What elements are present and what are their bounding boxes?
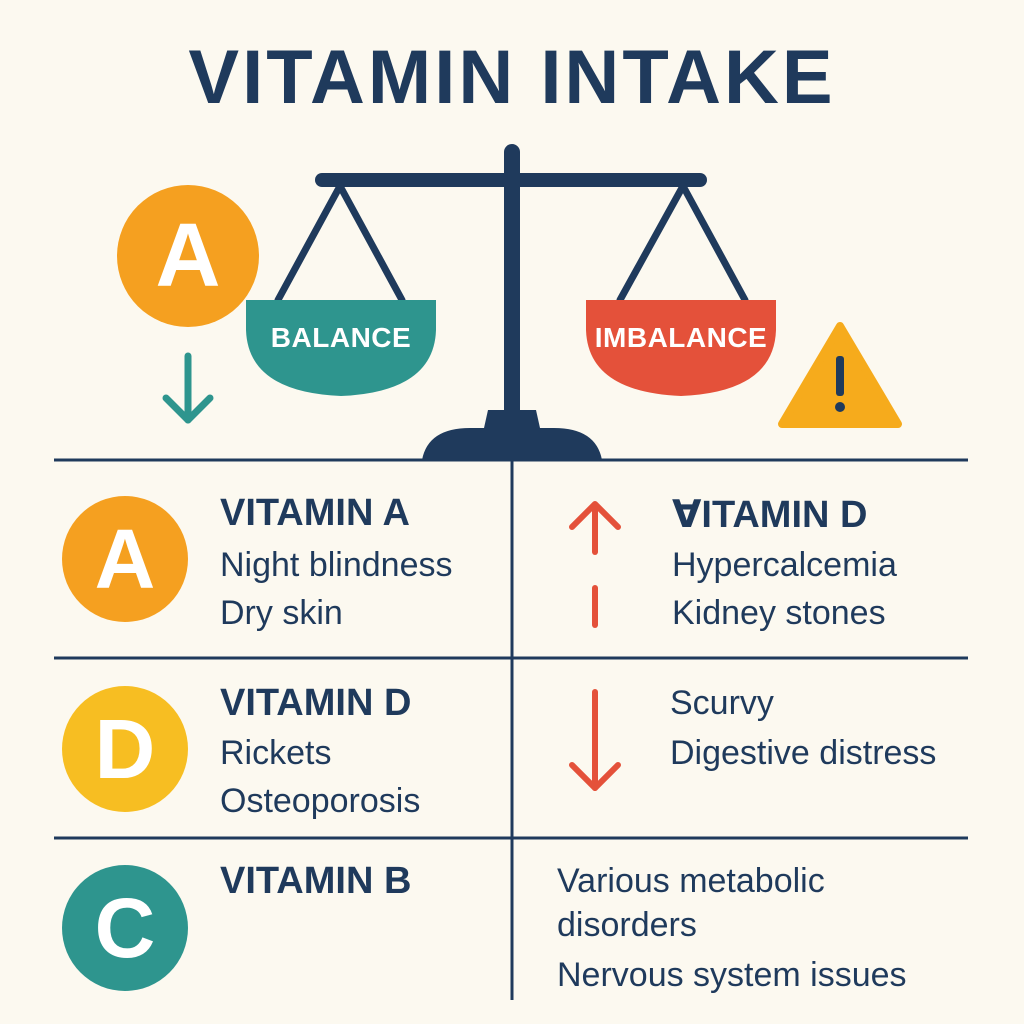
arrow-down-icon [162, 352, 214, 424]
row-heading: VITAMIN D [220, 682, 412, 724]
row-badge: C [62, 865, 188, 991]
list-item: Digestive distress [670, 734, 937, 772]
list-item: Dry skin [220, 594, 343, 632]
list-item: Scurvy [670, 684, 774, 722]
warning-icon [778, 322, 902, 428]
row-badge: D [62, 686, 188, 812]
balance-pan [246, 300, 436, 396]
row-heading: VITAMIN A [220, 492, 410, 534]
table-grid [54, 458, 968, 1000]
list-item: Night blindness [220, 546, 453, 584]
list-item: disorders [557, 906, 697, 944]
list-item: Hypercalcemia [672, 546, 897, 584]
list-item: Nervous system issues [557, 956, 907, 994]
list-item: Kidney stones [672, 594, 886, 632]
list-item: Various metabolic [557, 862, 825, 900]
arrow-down-icon [569, 689, 621, 791]
list-item: Rickets [220, 734, 332, 772]
list-item: Osteoporosis [220, 782, 421, 820]
row-heading: VITAMIN B [220, 860, 412, 902]
imbalance-label: IMBALANCE [594, 322, 768, 353]
imbalance-pan [586, 300, 776, 396]
vitamin-a-badge: A [117, 185, 259, 327]
page-title: VITAMIN INTAKE [188, 35, 836, 120]
row-badge: A [62, 496, 188, 622]
balance-scale-icon [274, 144, 749, 460]
arrow-up-icon [569, 501, 621, 628]
row-heading: ꓯITAMIN D [672, 494, 868, 536]
balance-label: BALANCE [270, 322, 412, 353]
